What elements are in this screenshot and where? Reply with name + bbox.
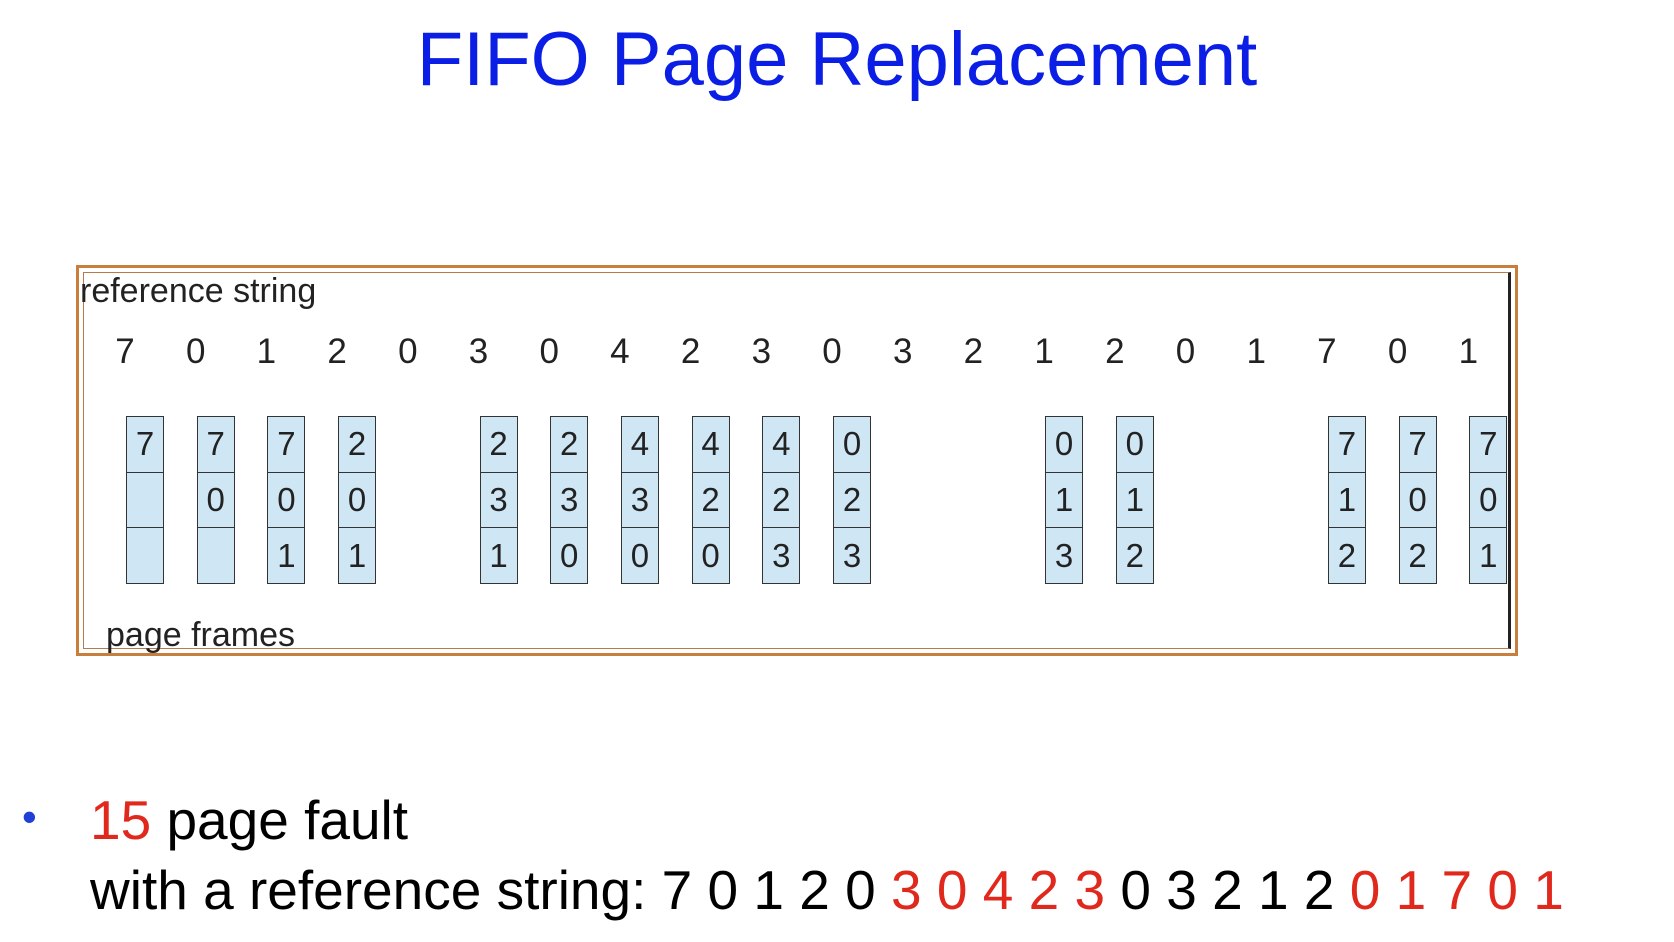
hit-sequence-segment: 0 3 2 1 2 <box>1120 859 1350 921</box>
diagram-inner-border <box>83 272 1511 649</box>
hit-sequence-segment: 7 0 1 2 0 <box>661 859 892 921</box>
reference-string-row: 7 0 1 2 0 3 0 4 2 3 0 3 2 1 2 0 1 7 0 1 <box>0 332 1674 376</box>
summary-prefix: with a reference string: <box>90 859 662 921</box>
page-frames-label: page frames <box>106 616 295 654</box>
reference-number: 2 <box>680 332 701 371</box>
reference-number: 7 <box>115 332 135 371</box>
bullet-icon: • <box>22 793 37 840</box>
reference-string-label: reference string <box>80 272 317 310</box>
reference-number: 0 <box>539 332 559 371</box>
reference-number: 1 <box>1246 332 1266 371</box>
reference-number: 1 <box>256 332 277 371</box>
reference-string-summary-line: with a reference string: 7 0 1 2 0 3 0 4… <box>90 858 1564 922</box>
reference-number: 7 <box>1317 332 1337 371</box>
fault-sequence-segment: 0 1 7 0 1 <box>1349 859 1564 921</box>
reference-number: 2 <box>327 332 347 371</box>
reference-number: 0 <box>822 332 842 371</box>
page-title: FIFO Page Replacement <box>416 17 1258 102</box>
reference-number: 0 <box>1175 332 1196 371</box>
reference-number: 0 <box>1387 332 1408 371</box>
fault-text: page fault <box>151 789 409 851</box>
reference-number: 0 <box>398 332 418 371</box>
diagram-frame <box>76 265 1518 656</box>
reference-number: 3 <box>751 332 772 371</box>
reference-number: 2 <box>963 332 984 371</box>
reference-number: 4 <box>610 332 630 371</box>
reference-number: 1 <box>1458 332 1479 371</box>
reference-number: 0 <box>185 332 206 371</box>
reference-number: 3 <box>468 332 489 371</box>
reference-number: 2 <box>1105 332 1125 371</box>
fault-sequence-segment: 3 0 4 2 3 <box>891 859 1121 921</box>
summary-sequence: 7 0 1 2 0 3 0 4 2 3 0 3 2 1 2 0 1 7 0 1 <box>662 859 1564 921</box>
fault-summary-line: 15 page fault <box>90 788 408 852</box>
reference-number: 3 <box>892 332 913 371</box>
reference-number: 1 <box>1034 332 1054 371</box>
fault-count: 15 <box>90 789 152 851</box>
